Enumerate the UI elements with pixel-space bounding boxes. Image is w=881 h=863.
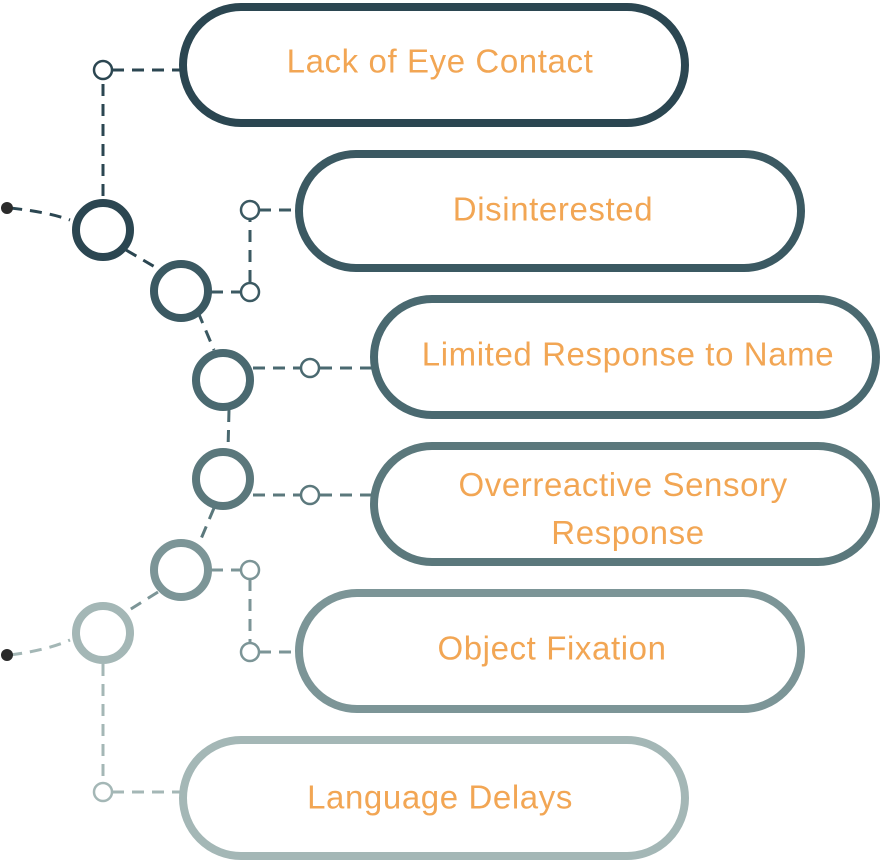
- spine-node-1: [72, 199, 134, 261]
- spine-node-3: [192, 349, 254, 411]
- pill-5-outline: [295, 589, 805, 713]
- pill-2: Disinterested: [295, 150, 805, 272]
- pill-2-outline: [295, 150, 805, 272]
- junction-2a: [239, 199, 261, 221]
- pill-4-label: Overreactive Sensory Response: [458, 466, 797, 551]
- spine-seg-2: [196, 311, 216, 351]
- spine-node-6: [72, 602, 134, 664]
- pill-4: Overreactive Sensory Response: [370, 442, 880, 566]
- pill-4-label-line-2: Response: [551, 514, 704, 551]
- pill-6: Language Delays: [179, 736, 689, 860]
- pill-6-label: Language Delays: [307, 779, 573, 816]
- pill-3-label: Limited Response to Name: [422, 336, 834, 373]
- junction-nodes: [92, 59, 321, 803]
- spine-connectors: [9, 206, 231, 657]
- pill-4-label-line-1: Overreactive Sensory: [458, 466, 787, 503]
- junction-1: [92, 59, 114, 81]
- start-dot-bottom: [1, 649, 13, 661]
- pill-6-outline: [179, 736, 689, 860]
- spine-seg-1: [125, 248, 161, 272]
- junction-4: [299, 484, 321, 506]
- spine-bottom-entry: [9, 638, 71, 657]
- pill-3-outline: [370, 295, 880, 419]
- spine-node-2: [150, 260, 212, 322]
- spine-seg-5: [125, 590, 159, 614]
- branch-connectors: [101, 68, 372, 794]
- pill-1-outline: [179, 3, 689, 127]
- spine-seg-4: [196, 507, 216, 547]
- pill-1: Lack of Eye Contact: [179, 3, 689, 127]
- spine-node-4: [192, 448, 254, 510]
- spine-nodes: [72, 199, 254, 664]
- junction-6: [92, 781, 114, 803]
- junction-5a: [239, 559, 261, 581]
- pill-5-label: Object Fixation: [437, 630, 666, 667]
- pill-4-outline: [370, 442, 880, 566]
- spine-node-5: [150, 539, 212, 601]
- pill-5: Object Fixation: [295, 589, 805, 713]
- junction-2b: [239, 281, 261, 303]
- pill-2-label: Disinterested: [453, 191, 653, 228]
- start-dot-top: [1, 202, 13, 214]
- spine-seg-3: [226, 409, 231, 451]
- junction-3: [299, 357, 321, 379]
- pill-3: Limited Response to Name: [370, 295, 880, 419]
- spine-top-entry: [9, 206, 71, 222]
- junction-5b: [239, 641, 261, 663]
- pill-1-label: Lack of Eye Contact: [287, 43, 594, 80]
